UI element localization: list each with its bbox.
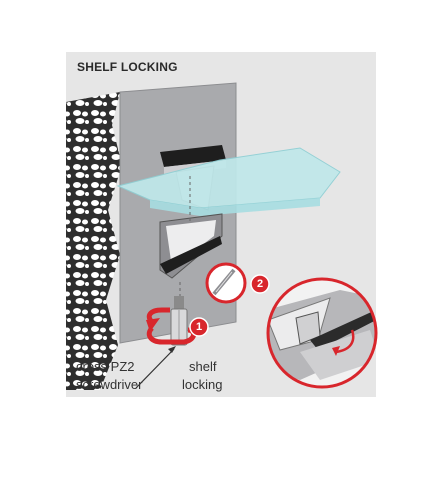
step-2-badge xyxy=(250,274,270,294)
step-2-number: 2 xyxy=(256,278,264,290)
tool-label-line2: screwdriver xyxy=(76,377,143,392)
lower-clamp xyxy=(159,213,223,279)
tool-label-line1: cross PZ2 xyxy=(76,359,135,374)
zoom-detail xyxy=(266,277,378,389)
step-1-number: 1 xyxy=(195,321,203,333)
magnify-circle-icon xyxy=(205,262,247,304)
glass-shelf xyxy=(116,147,341,216)
diagram-title: SHELF LOCKING xyxy=(77,60,178,74)
screwdriver xyxy=(170,296,188,346)
stone-wall xyxy=(66,92,122,390)
pointer-arrow-icon xyxy=(135,346,176,389)
action-label-line1: shelf xyxy=(189,359,217,374)
action-label-line2: locking xyxy=(182,377,223,392)
step-1-badge xyxy=(189,317,209,337)
